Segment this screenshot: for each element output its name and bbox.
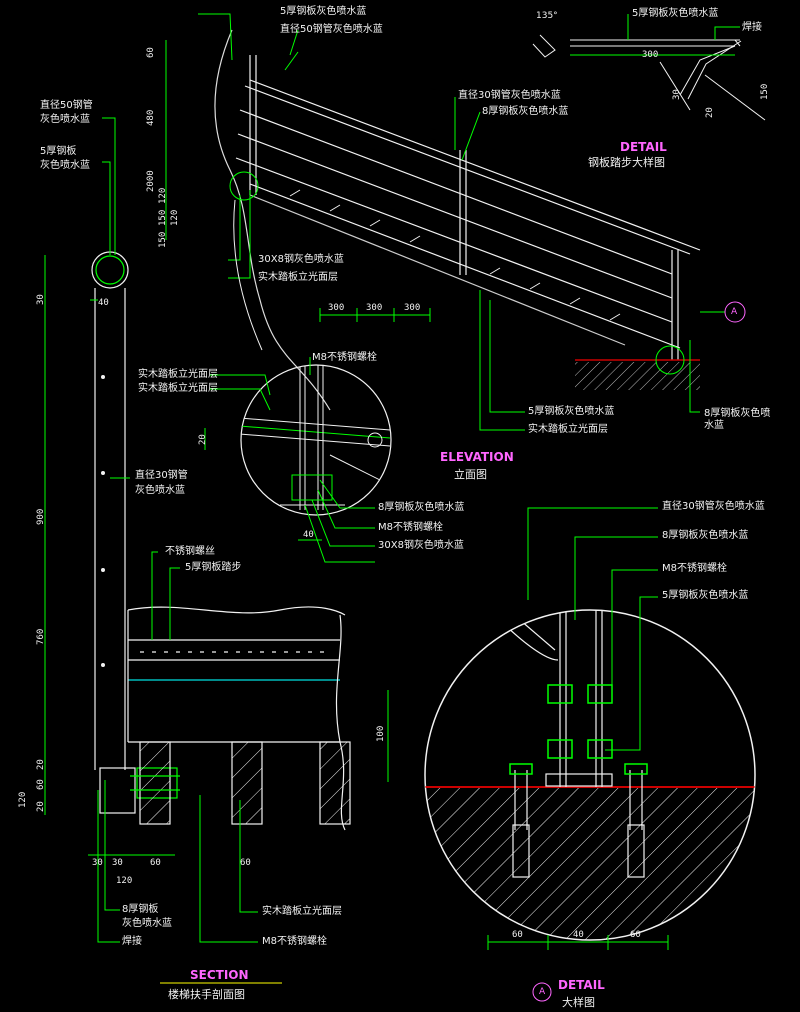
section-geometry [91, 251, 351, 831]
elev-label-wood: 实木踏板立光面层 [258, 272, 338, 283]
sec-dim-bottom-60: 60 [150, 858, 161, 868]
sec-dim-bottom-30b: 30 [112, 858, 123, 868]
section-subtitle: 楼梯扶手剖面图 [168, 988, 245, 1001]
detail-a-marker-circle [532, 982, 552, 1002]
elevation-step-brackets [289, 189, 621, 321]
elev-dim-150a: 150 [158, 209, 168, 226]
mid-label-bolt-top: M8不锈钢螺栓 [312, 352, 377, 363]
elev-dim-120a: 120 [158, 187, 168, 204]
mid-label-bolt: M8不锈钢螺栓 [378, 522, 443, 533]
sec-label-plate-top2: 灰色喷水蓝 [40, 160, 90, 171]
mid-label-wood: 实木踏板立光面层 [138, 369, 218, 380]
mid-label-plate: 8厚钢板灰色喷水蓝 [378, 502, 465, 513]
sec-label-bolt2: M8不锈钢螺栓 [262, 936, 327, 947]
sec-label-tube-mid: 直径30钢管 [135, 470, 188, 481]
mid-dim-40: 40 [303, 530, 314, 540]
detail-top-subtitle: 钢板踏步大样图 [588, 156, 665, 169]
detA-dim-60a: 60 [512, 930, 523, 940]
detA-dim-40: 40 [573, 930, 584, 940]
detail-top-geometry [532, 34, 766, 121]
mid-label-wood2: 实木踏板立光面层 [138, 383, 218, 394]
elev-label-bottom-wood: 实木踏板立光面层 [528, 424, 608, 435]
detA-label-bolt: M8不锈钢螺栓 [662, 563, 727, 574]
sec-label-wood: 实木踏板立光面层 [262, 906, 342, 917]
sec-dim-20a: 20 [36, 759, 46, 770]
detail-a-title: DETAIL [558, 978, 605, 992]
elevation-subtitle: 立面图 [454, 468, 487, 481]
sec-dim-bottom-30a: 30 [92, 858, 103, 868]
elevation-title: ELEVATION [440, 450, 514, 464]
detA-label-tube: 直径30钢管灰色喷水蓝 [662, 501, 765, 512]
sec-label-weld: 焊接 [122, 936, 142, 947]
mid-detail-geometry [241, 365, 391, 510]
marker-a-symbol [724, 301, 746, 323]
detail-a-leaders [387, 507, 669, 950]
elev-label-top-plate: 5厚钢板灰色喷水蓝 [280, 6, 367, 17]
detail-a-subtitle: 大样图 [562, 996, 595, 1009]
elev-label-plate-mid: 8厚钢板灰色喷水蓝 [482, 106, 569, 117]
sec-dim-bottom-120: 120 [116, 876, 133, 886]
sec-dim-30: 30 [36, 294, 46, 305]
detail-top-plate-label: 5厚钢板灰色喷水蓝 [632, 8, 719, 19]
detA-label-plate5: 5厚钢板灰色喷水蓝 [662, 590, 749, 601]
sec-label-tube-top2: 灰色喷水蓝 [40, 114, 90, 125]
elevation-geometry [214, 29, 701, 411]
sec-dim-120: 120 [18, 791, 28, 808]
sec-dim-bottom-60b: 60 [240, 858, 251, 868]
elev-dim-300c: 300 [404, 303, 421, 313]
sec-label-bottom-plate: 8厚钢板 [122, 904, 159, 915]
elev-dim-150b: 150 [158, 231, 168, 248]
elevation-dim-lines [165, 40, 431, 322]
mid-label-flat: 30X8钢灰色喷水蓝 [378, 540, 464, 551]
elevation-swoosh [233, 199, 263, 351]
elev-marker-a: A [731, 307, 738, 317]
mid-dim-20: 20 [198, 434, 208, 445]
detail-top-dim-150: 150 [760, 83, 770, 100]
elev-label-top-tube: 直径50钢管灰色喷水蓝 [280, 24, 383, 35]
elevation-leaders [198, 13, 725, 431]
section-leaders [44, 117, 258, 943]
sec-label-tube-mid2: 灰色喷水蓝 [135, 485, 185, 496]
sec-dim-60: 60 [36, 779, 46, 790]
sec-label-bottom-plate2: 灰色喷水蓝 [122, 918, 172, 929]
detail-top-angle: 135° [536, 11, 558, 21]
elev-label-bar-flat: 30X8钢灰色喷水蓝 [258, 254, 344, 265]
sec-label-bolt: 不锈钢螺丝 [165, 546, 215, 557]
sec-dim-760: 760 [36, 628, 46, 645]
elev-label-tube-mid: 直径30钢管灰色喷水蓝 [458, 90, 561, 101]
mid-detail-leaders [204, 357, 375, 563]
elev-dim-120b: 120 [170, 209, 180, 226]
detA-dim-100: 100 [376, 725, 386, 742]
elev-dim-480: 480 [146, 109, 156, 126]
sec-label-plate-top: 5厚钢板 [40, 146, 77, 157]
detail-top-dim-30: 30 [672, 89, 682, 100]
sec-dim-900: 900 [36, 508, 46, 525]
sec-dim-20b: 20 [36, 801, 46, 812]
elev-dim-300b: 300 [366, 303, 383, 313]
sec-label-step-plate: 5厚钢板踏步 [185, 562, 242, 573]
elev-label-bottom-plate: 5厚钢板灰色喷水蓝 [528, 406, 615, 417]
section-post-dots [101, 375, 105, 667]
detail-top-dim-20: 20 [705, 107, 715, 118]
elev-label-right-plate: 8厚钢板灰色喷水蓝 [704, 408, 771, 431]
elev-dim-60: 60 [146, 47, 156, 58]
elev-dim-2000: 2000 [146, 170, 156, 192]
detail-top-title: DETAIL [620, 140, 667, 154]
detail-top-dim-300: 300 [642, 50, 659, 60]
detA-dim-60b: 60 [630, 930, 641, 940]
detail-top-weld-label: 焊接 [742, 22, 762, 33]
detail-top-leaders [627, 14, 740, 40]
elev-dim-300a: 300 [328, 303, 345, 313]
sec-dim-top-40: 40 [98, 298, 109, 308]
detA-label-plate8: 8厚钢板灰色喷水蓝 [662, 530, 749, 541]
sec-label-tube-top: 直径50钢管 [40, 100, 93, 111]
detA-marker: A [539, 987, 546, 997]
mid-detail-circle [240, 364, 392, 516]
section-title: SECTION [190, 968, 249, 982]
